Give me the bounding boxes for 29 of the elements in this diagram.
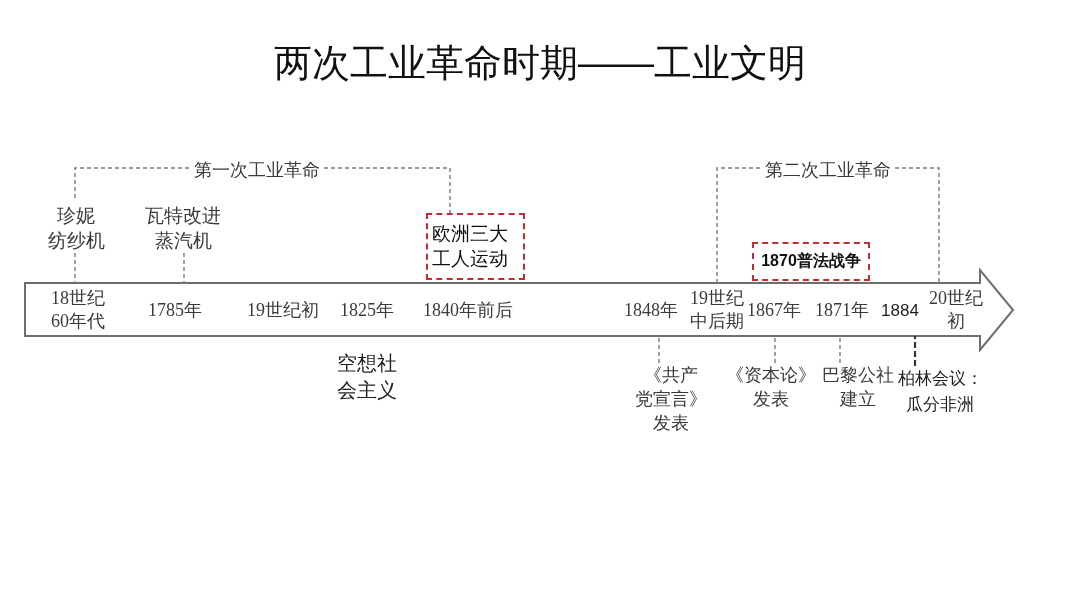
date-label: 1867年	[747, 298, 801, 321]
timeline-arrow	[24, 268, 1016, 352]
event-text: 巴黎公社建立	[822, 363, 894, 411]
date-label: 20世纪初	[929, 286, 983, 333]
date-label: 1871年	[815, 298, 869, 321]
date-label: 1840年前后	[423, 298, 513, 321]
date-label: 1825年	[340, 298, 394, 321]
date-label: 19世纪初	[247, 298, 319, 321]
bracket-label: 第二次工业革命	[765, 159, 891, 181]
leader-line	[839, 335, 841, 364]
leader-line	[183, 252, 185, 284]
title: 两次工业革命时期——工业文明	[274, 41, 806, 86]
bracket-label: 第一次工业革命	[194, 159, 320, 181]
leader-line	[774, 335, 776, 364]
leader-line	[913, 336, 917, 366]
event-text: 《资本论》发表	[726, 363, 816, 411]
event-box: 欧洲三大工人运动	[426, 213, 525, 280]
date-label: 1848年	[624, 298, 678, 321]
event-text: 柏林会议：瓜分非洲	[897, 366, 983, 418]
leader-line	[74, 252, 76, 284]
event-text: 空想社会主义	[337, 351, 397, 403]
date-label: 1884	[881, 299, 919, 321]
event-text: 珍妮纺纱机	[47, 203, 105, 253]
date-label: 1785年	[148, 298, 202, 321]
event-text: 《共产党宣言》发表	[635, 363, 707, 435]
leader-line	[658, 335, 660, 364]
event-text: 瓦特改进蒸汽机	[145, 203, 221, 253]
date-label: 18世纪60年代	[51, 286, 105, 333]
date-label: 19世纪中后期	[690, 286, 744, 333]
